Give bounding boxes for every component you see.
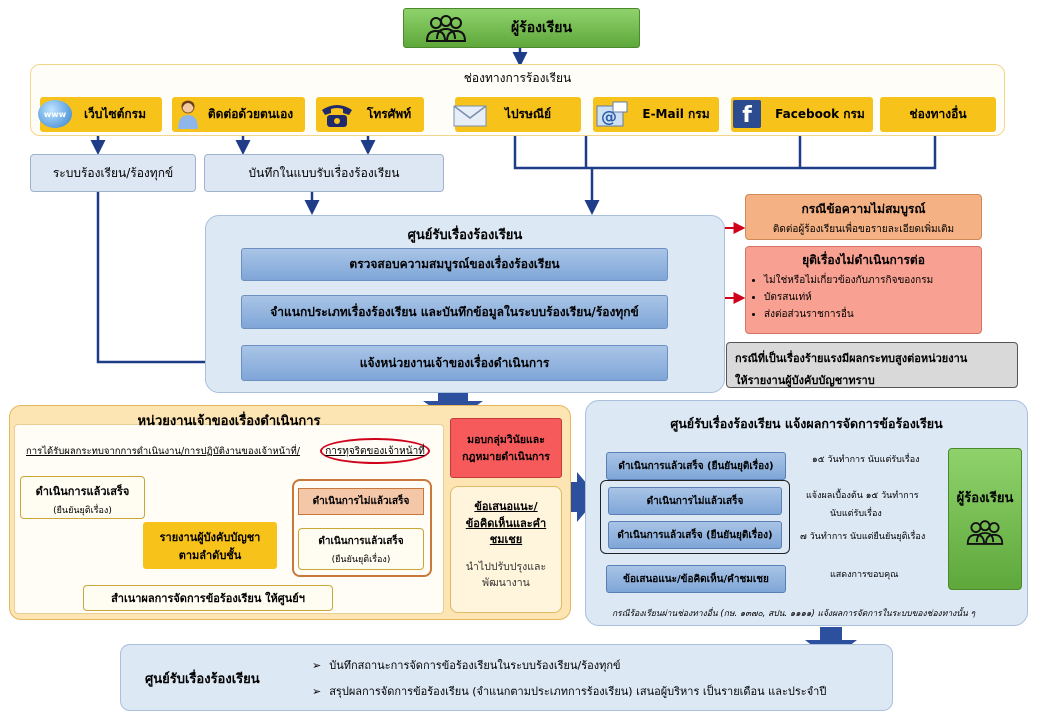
copy-result-label: สำเนาผลการจัดการข้อร้องเรียน ให้ศูนย์ฯ xyxy=(111,592,305,605)
channel-email-label: E-Mail กรม xyxy=(642,107,710,121)
channel-walk-in-label: ติดต่อด้วยตนเอง xyxy=(207,107,294,121)
notify-done-note: ๑๕ วันทำการ นับแต่รับเรื่อง xyxy=(812,455,920,465)
corruption-oval: การทุจริตของเจ้าหน้าที่ xyxy=(320,438,430,464)
step-classify-record-label: จำแนกประเภทเรื่องร้องเรียน และบันทึกข้อม… xyxy=(270,304,639,319)
suggestion-box: ข้อเสนอแนะ/ข้อคิดเห็นและคำชมเชย นำไปปรับ… xyxy=(450,486,562,613)
notify-pending-group xyxy=(600,480,790,554)
owner-unit-header: การได้รับผลกระทบจากการดำเนินงาน/การปฏิบั… xyxy=(26,444,300,459)
stop-case-title: ยุติเรื่องไม่ดำเนินการต่อ xyxy=(802,253,925,267)
notify-done2-note: ๗ วันทำการ นับแต่ยืนยันยุติเรื่อง xyxy=(800,532,926,542)
step-check-completeness-label: ตรวจสอบความสมบูรณ์ของเรื่องร้องเรียน xyxy=(349,257,560,271)
notify-notdone-box: ดำเนินการไม่แล้วเสร็จ xyxy=(608,487,782,515)
notify-done-label: ดำเนินการแล้วเสร็จ (ยืนยันยุติเรื่อง) xyxy=(618,460,774,472)
step-notify-unit-label: แจ้งหน่วยงานเจ้าของเรื่องดำเนินการ xyxy=(359,355,550,370)
bottom-summary-item1: ➢ บันทึกสถานะการจัดการข้อร้องเรียนในระบบร… xyxy=(312,656,621,674)
channel-other-label: ช่องทางอื่น xyxy=(909,107,967,121)
suggestion-title: ข้อเสนอแนะ/ข้อคิดเห็นและคำชมเชย xyxy=(465,500,547,546)
telephone-icon xyxy=(319,102,355,131)
complaint-system-box: ระบบร้องเรียน/ร้องทุกข์ xyxy=(30,154,196,192)
step-classify-record: จำแนกประเภทเรื่องร้องเรียน และบันทึกข้อม… xyxy=(241,295,668,329)
complainant-top-box: ผู้ร้องเรียน xyxy=(403,8,640,48)
channel-facebook-label: Facebook กรม xyxy=(775,107,865,121)
unit-notdone-label: ดำเนินการไม่แล้วเสร็จ xyxy=(312,496,410,507)
bottom-summary-item2-text: สรุปผลการจัดการข้อร้องเรียน (จำแนกตามประ… xyxy=(329,685,827,698)
complainant-top-label: ผู้ร้องเรียน xyxy=(510,20,573,36)
bottom-summary-title: ศูนย์รับเรื่องร้องเรียน xyxy=(145,672,260,687)
owner-unit-title: หน่วยงานเจ้าของเรื่องดำเนินการ xyxy=(137,414,321,429)
step-check-completeness: ตรวจสอบความสมบูรณ์ของเรื่องร้องเรียน xyxy=(241,248,668,281)
report-superior-box: รายงานผู้บังคับบัญชา ตามลำดับชั้น xyxy=(143,522,277,569)
notify-done2-box: ดำเนินการแล้วเสร็จ (ยืนยันยุติเรื่อง) xyxy=(608,521,782,549)
incomplete-case-box: กรณีข้อความไม่สมบูรณ์ ติดต่อผู้ร้องเรียน… xyxy=(745,194,982,240)
notify-title: ศูนย์รับเรื่องร้องเรียน แจ้งผลการจัดการข… xyxy=(670,416,943,431)
stop-case-item: ไม่ใช่หรือไม่เกี่ยวข้องกับภารกิจของกรม xyxy=(764,273,981,288)
bottom-summary-item2: ➢ สรุปผลการจัดการข้อร้องเรียน (จำแนกตามปร… xyxy=(312,682,826,700)
notify-notdone-note1: แจ้งผลเบื้องต้น ๑๕ วันทำการ xyxy=(806,491,919,501)
channel-facebook[interactable]: f Facebook กรม xyxy=(731,97,873,132)
incomplete-case-title: กรณีข้อความไม่สมบูรณ์ xyxy=(801,202,926,216)
globe-icon: www xyxy=(38,100,72,128)
complaint-system-label: ระบบร้องเรียน/ร้องทุกข์ xyxy=(52,165,174,180)
incomplete-case-body: ติดต่อผู้ร้องเรียนเพื่อขอรายละเอียดเพิ่ม… xyxy=(772,224,955,235)
notify-footnote: กรณีร้องเรียนผ่านช่องทางอื่น (กษ. ๑๓๗๐, … xyxy=(612,609,976,619)
notify-suggest-box: ข้อเสนอแนะ/ข้อคิดเห็น/คำชมเชย xyxy=(606,565,786,593)
complaint-form-label: บันทึกในแบบรับเรื่องร้องเรียน xyxy=(248,165,400,180)
notify-suggest-label: ข้อเสนอแนะ/ข้อคิดเห็น/คำชมเชย xyxy=(623,573,769,585)
notify-suggest-note: แสดงการขอบคุณ xyxy=(830,570,899,580)
stop-case-item: ส่งต่อส่วนราชการอื่น xyxy=(764,307,981,322)
envelope-icon xyxy=(453,105,487,130)
serious-case-line2: ให้รายงานผู้บังคับบัญชาทราบ xyxy=(735,374,875,387)
stop-case-list: ไม่ใช่หรือไม่เกี่ยวข้องกับภารกิจของกรม บ… xyxy=(746,273,981,322)
report-superior-line1: รายงานผู้บังคับบัญชา xyxy=(159,530,261,544)
suggestion-body: นำไปปรับปรุงและพัฒนางาน xyxy=(465,560,547,590)
impact-label: การได้รับผลกระทบจากการดำเนินงาน/การปฏิบั… xyxy=(26,446,300,457)
channels-title: ช่องทางการร้องเรียน xyxy=(463,71,572,85)
people-icon xyxy=(424,13,468,49)
channel-post-label: ไปรษณีย์ xyxy=(504,107,552,121)
channel-walk-in[interactable]: ติดต่อด้วยตนเอง xyxy=(172,97,305,132)
channel-telephone[interactable]: โทรศัพท์ xyxy=(316,97,424,132)
facebook-icon: f xyxy=(733,100,761,128)
channel-email[interactable]: @ E-Mail กรม xyxy=(593,97,719,132)
notify-notdone-label: ดำเนินการไม่แล้วเสร็จ xyxy=(646,495,744,507)
complainant-target-box: ผู้ร้องเรียน xyxy=(948,448,1022,590)
serious-case-line1: กรณีที่เป็นเรื่องร้ายแรงมีผลกระทบสูงต่อห… xyxy=(735,352,968,365)
discipline-label: มอบกลุ่มวินัยและกฎหมายดำเนินการ xyxy=(462,434,550,463)
arrow-bullet-icon: ➢ xyxy=(312,659,322,672)
unit-done-label: ดำเนินการแล้วเสร็จ xyxy=(35,485,130,498)
channel-website[interactable]: www เว็บไซต์กรม xyxy=(38,97,162,132)
unit-done2-sub: (ยืนยันยุติเรื่อง) xyxy=(331,555,391,565)
unit-sub-group xyxy=(292,479,432,577)
notify-done-box: ดำเนินการแล้วเสร็จ (ยืนยันยุติเรื่อง) xyxy=(606,452,786,480)
copy-result-box: สำเนาผลการจัดการข้อร้องเรียน ให้ศูนย์ฯ xyxy=(83,585,333,611)
person-icon xyxy=(176,99,200,132)
serious-case-box: กรณีที่เป็นเรื่องร้ายแรงมีผลกระทบสูงต่อห… xyxy=(726,342,1018,388)
bottom-summary-panel xyxy=(120,644,893,711)
stop-case-item: บัตรสนเท่ห์ xyxy=(764,290,981,305)
notify-done2-label: ดำเนินการแล้วเสร็จ (ยืนยันยุติเรื่อง) xyxy=(617,529,773,541)
step-notify-unit: แจ้งหน่วยงานเจ้าของเรื่องดำเนินการ xyxy=(241,345,668,381)
channel-other[interactable]: ช่องทางอื่น xyxy=(880,97,996,132)
discipline-box: มอบกลุ่มวินัยและกฎหมายดำเนินการ xyxy=(450,418,562,478)
complaint-form-box: บันทึกในแบบรับเรื่องร้องเรียน xyxy=(204,154,444,192)
bottom-summary-item1-text: บันทึกสถานะการจัดการข้อร้องเรียนในระบบร้… xyxy=(329,659,621,672)
stop-case-box: ยุติเรื่องไม่ดำเนินการต่อ ไม่ใช่หรือไม่เ… xyxy=(745,246,982,334)
unit-done-box: ดำเนินการแล้วเสร็จ (ยืนยันยุติเรื่อง) xyxy=(20,476,145,519)
arrow-bullet-icon: ➢ xyxy=(312,685,322,698)
channel-website-label: เว็บไซต์กรม xyxy=(83,107,147,121)
corruption-label: การทุจริตของเจ้าหน้าที่ xyxy=(325,445,425,457)
unit-done2-label: ดำเนินการแล้วเสร็จ xyxy=(318,536,404,547)
channel-post[interactable]: ไปรษณีย์ xyxy=(453,97,581,132)
report-superior-line2: ตามลำดับชั้น xyxy=(178,548,242,562)
notify-notdone-note2: นับแต่รับเรื่อง xyxy=(830,509,882,519)
complaint-center-title: ศูนย์รับเรื่องร้องเรียน xyxy=(407,228,523,243)
unit-done2-box: ดำเนินการแล้วเสร็จ (ยืนยันยุติเรื่อง) xyxy=(298,528,424,570)
people-icon xyxy=(965,518,1005,552)
unit-notdone-box: ดำเนินการไม่แล้วเสร็จ xyxy=(298,488,424,515)
unit-done-sub: (ยืนยันยุติเรื่อง) xyxy=(53,506,112,516)
complainant-target-label: ผู้ร้องเรียน xyxy=(956,490,1014,506)
channel-telephone-label: โทรศัพท์ xyxy=(366,107,412,121)
email-icon: @ xyxy=(595,100,629,131)
